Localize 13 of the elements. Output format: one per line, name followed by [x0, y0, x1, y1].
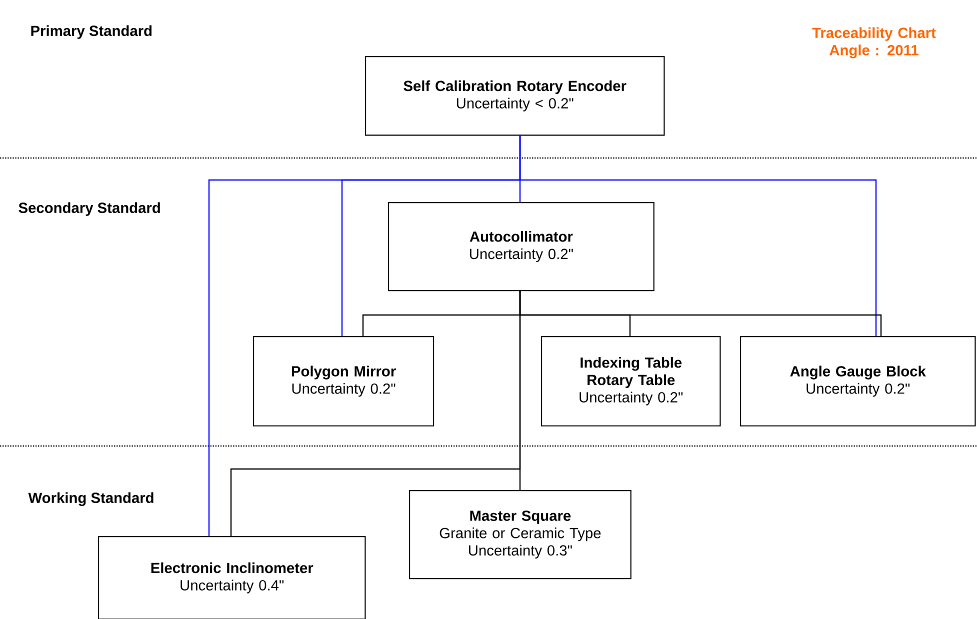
standard-box: Autocollimator Uncertainty 0.2" — [388, 202, 654, 292]
standard-box: Self Calibration Rotary Encoder Uncertainty < 0.2" — [365, 56, 665, 136]
standard-box: Indexing Table Rotary Table Uncertainty 0.2" — [541, 336, 721, 426]
chart-title: Traceability Chart Angle : 2011 — [812, 27, 936, 58]
level-label: Primary Standard — [31, 25, 152, 39]
level-label: Secondary Standard — [18, 202, 160, 216]
level-label: Working Standard — [28, 492, 154, 506]
standard-box: Angle Gauge Block Uncertainty 0.2" — [740, 336, 976, 426]
connector-line — [208, 135, 521, 536]
standard-box: Master Square Granite or Ceramic Type Uncertainty 0.3" — [409, 490, 632, 580]
standard-box: Polygon Mirror Uncertainty 0.2" — [253, 336, 434, 426]
standard-box: Electronic Inclinometer Uncertainty 0.4" — [98, 536, 366, 619]
connector-line — [230, 290, 521, 536]
